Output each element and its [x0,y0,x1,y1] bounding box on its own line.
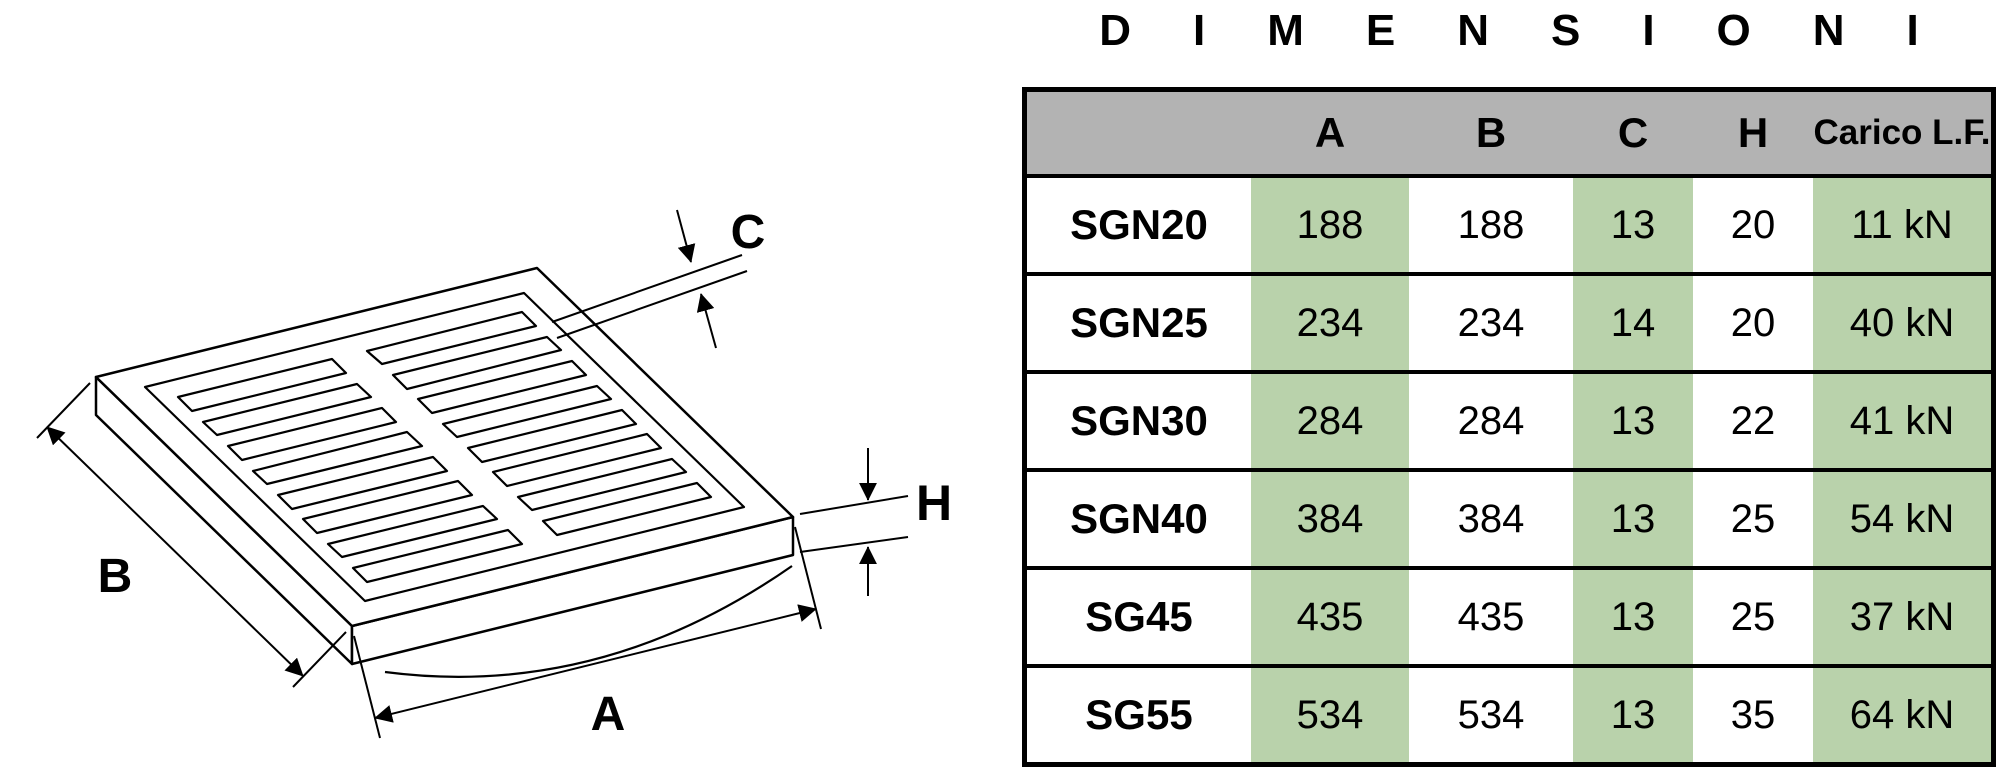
cell-model: SG45 [1085,593,1193,640]
dim-h-label: H [916,475,952,531]
grate-slot [441,384,613,439]
cell-c: 13 [1573,668,1693,762]
header-a: A [1314,109,1346,156]
cell-a: 384 [1251,472,1409,566]
table-row: SG45 435 435 13 25 37 kN [1027,566,1991,664]
cell-load: 64 kN [1813,668,1991,762]
cell-h: 35 [1730,692,1776,737]
dim-b-line [46,426,304,677]
grate-slot [416,359,588,415]
cell-a: 234 [1251,276,1409,370]
cell-b: 284 [1457,398,1525,443]
grate-slot [391,335,563,391]
cell-b: 188 [1457,202,1525,247]
cell-model: SG55 [1085,691,1193,738]
grate-slot [491,432,663,488]
cell-a: 284 [1251,374,1409,468]
cell-c: 13 [1573,570,1693,664]
dim-h-leader [799,495,909,515]
dim-a-line [374,604,817,723]
cell-model: SGN20 [1070,201,1208,248]
header-h: H [1737,109,1769,156]
dim-c-leader [551,254,743,323]
header-b: B [1475,109,1507,156]
table-row: SGN30 284 284 13 22 41 kN [1027,370,1991,468]
grate-slot [176,357,348,413]
cell-load: 11 kN [1813,178,1991,272]
cell-a: 534 [1251,668,1409,762]
page-title: DIMENSIONI [1099,6,1981,55]
cell-a: 435 [1251,570,1409,664]
grate-slot [326,504,499,559]
cell-load: 40 kN [1813,276,1991,370]
dim-b-label: B [98,550,133,603]
grate-slot [301,479,474,535]
dim-b-extension [36,382,91,439]
dim-a-label: A [591,688,626,741]
grate-slot [466,408,638,464]
dim-c-leader [556,270,748,339]
cell-b: 234 [1457,300,1525,345]
dimensions-table: A B C H Carico L.F. SGN20 188 188 13 20 … [1022,87,1996,767]
cell-load: 41 kN [1813,374,1991,468]
grate-inner-frame [143,291,746,603]
cell-model: SGN25 [1070,299,1208,346]
table-row: SGN40 384 384 13 25 54 kN [1027,468,1991,566]
cell-model: SGN40 [1070,495,1208,542]
cell-h: 25 [1730,496,1776,541]
cell-h: 20 [1730,202,1776,247]
grate-slot [351,528,524,584]
cell-load: 54 kN [1813,472,1991,566]
dim-c-arrow [696,293,717,349]
cell-b: 534 [1457,692,1525,737]
cell-a: 188 [1251,178,1409,272]
cell-b: 435 [1457,594,1525,639]
cell-h: 20 [1730,300,1776,345]
dim-b-extension [292,631,347,688]
table-header-row: A B C H Carico L.F. [1027,92,1991,174]
dim-h-leader [799,536,909,553]
cell-c: 13 [1573,178,1693,272]
cell-h: 22 [1730,398,1776,443]
cell-h: 25 [1730,594,1776,639]
cell-load: 37 kN [1813,570,1991,664]
cell-c: 14 [1573,276,1693,370]
table-row: SGN25 234 234 14 20 40 kN [1027,272,1991,370]
grate-slot [365,310,538,366]
cell-model: SGN30 [1070,397,1208,444]
grate-slot [516,457,688,512]
header-model [1027,92,1251,174]
dim-c-label: C [731,206,766,259]
header-load: Carico L.F. [1813,113,1991,152]
table-row: SGN20 188 188 13 20 11 kN [1027,174,1991,272]
dim-c-arrow [676,209,696,263]
grate-technical-drawing: B A C H [36,206,952,741]
grate-slot [541,481,713,537]
header-c: C [1617,109,1649,156]
cell-c: 13 [1573,374,1693,468]
cell-c: 13 [1573,472,1693,566]
table-row: SG55 534 534 13 35 64 kN [1027,664,1991,762]
cell-b: 384 [1457,496,1525,541]
